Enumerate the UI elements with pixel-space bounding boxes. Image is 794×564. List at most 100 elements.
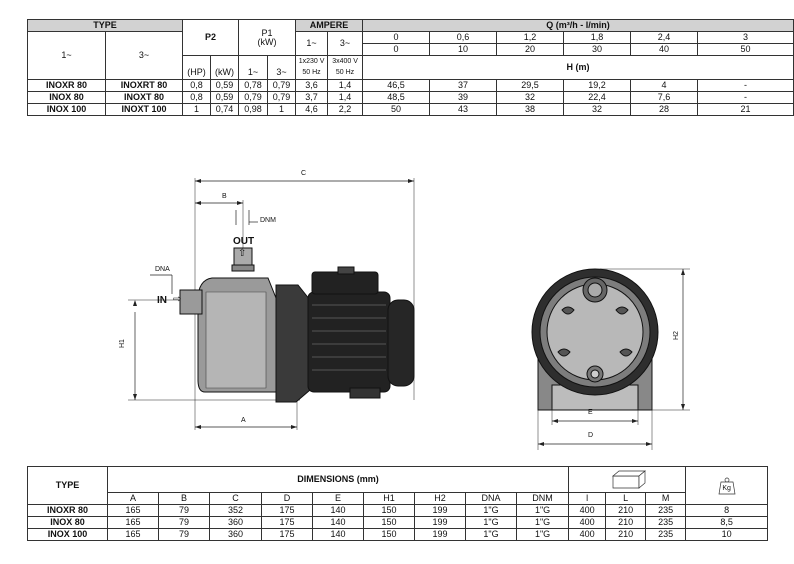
dim-value: 199: [414, 516, 466, 529]
dim-value: 165: [107, 504, 159, 517]
dim-value: 1"G: [465, 516, 517, 529]
pack-value: 235: [645, 516, 687, 529]
dim-header: DNA: [465, 492, 517, 505]
dim-header: D: [261, 492, 313, 505]
p2-hp: 1: [182, 103, 212, 116]
dim-value: 199: [414, 504, 466, 517]
ampere-single-phase: 1~: [295, 31, 329, 56]
package-box-icon: [612, 469, 647, 489]
pack-value: 235: [645, 504, 687, 517]
amp-3ph: 1,4: [327, 91, 364, 104]
head-value: 46,5: [362, 79, 431, 92]
head-value: -: [697, 79, 794, 92]
q-m3h-cell: 0: [362, 31, 431, 44]
pack-value: 400: [568, 528, 607, 541]
dim-value: 140: [312, 528, 364, 541]
table-row: INOXR 80 165 79 352 175 140 150 199 1"G …: [27, 504, 769, 517]
dim-value: 140: [312, 516, 364, 529]
model-1ph: INOXR 80: [27, 79, 106, 92]
voltage-three-phase: 3x400 V 50 Hz: [327, 55, 364, 80]
ampere-three-phase: 3~: [327, 31, 364, 56]
dim-value: 79: [158, 528, 210, 541]
weight-value: 8: [685, 504, 769, 517]
head-value: 19,2: [563, 79, 632, 92]
dim-value: 140: [312, 504, 364, 517]
p1-1ph: 0,98: [238, 103, 269, 116]
head-value: 28: [630, 103, 699, 116]
head-value: 22,4: [563, 91, 632, 104]
dimensions-table: TYPE DIMENSIONS (mm) Kg A B C D E H1 H2: [27, 466, 769, 541]
p2-hp: 0,8: [182, 91, 212, 104]
p1-3ph: 0,79: [267, 91, 297, 104]
amp-1ph: 4,6: [295, 103, 329, 116]
dim-value: 360: [209, 528, 262, 541]
amp-3ph: 2,2: [327, 103, 364, 116]
p2-hp: 0,8: [182, 79, 212, 92]
dim-value: 1"G: [515, 504, 570, 517]
p1-3ph: 1: [267, 103, 297, 116]
head-value: 48,5: [362, 91, 431, 104]
q-lmin-cell: 50: [697, 43, 794, 56]
pack-value: 210: [605, 516, 647, 529]
dim-value: 1"G: [465, 528, 517, 541]
dim-value: 165: [107, 528, 159, 541]
model-3ph: INOXT 80: [104, 91, 184, 104]
head-value: 38: [496, 103, 565, 116]
table-row: INOX 80 INOXT 80 0,8 0,59 0,79 0,79 3,7 …: [27, 91, 794, 104]
dim-value: 150: [363, 504, 415, 517]
p1-1ph: 0,78: [238, 79, 269, 92]
dim-value: 1"G: [515, 516, 570, 529]
dim-header: E: [312, 492, 364, 505]
weight-value: 10: [685, 528, 769, 541]
three-phase-header: 3~: [104, 31, 184, 80]
table-row: INOXR 80 INOXRT 80 0,8 0,59 0,78 0,79 3,…: [27, 79, 794, 92]
dim-value: 150: [363, 516, 415, 529]
p1-3ph: 0,79: [267, 79, 297, 92]
p1-single-phase: 1~: [238, 55, 269, 80]
dim-header: A: [107, 492, 159, 505]
pump-drawings: [128, 178, 690, 450]
q-m3h-cell: 1,8: [563, 31, 632, 44]
pack-value: 210: [605, 528, 647, 541]
dim-value: 79: [158, 504, 210, 517]
table-row: INOX 100 INOXT 100 1 0,74 0,98 1 4,6 2,2…: [27, 103, 794, 116]
head-value: 4: [630, 79, 699, 92]
dim-value: 150: [363, 528, 415, 541]
dim-value: 1"G: [465, 504, 517, 517]
dim-value: 360: [209, 516, 262, 529]
amp-1ph: 3,7: [295, 91, 329, 104]
performance-table: TYPE P2 P1 (kW) AMPERE Q (m³/h - l/min) …: [26, 19, 794, 116]
pack-value: 400: [568, 516, 607, 529]
type-header: TYPE: [26, 19, 184, 32]
head-value: 32: [563, 103, 632, 116]
pack-value: 235: [645, 528, 687, 541]
dims-model: INOXR 80: [27, 504, 108, 517]
head-value: 37: [429, 79, 498, 92]
dim-value: 175: [261, 516, 313, 529]
q-m3h-cell: 0,6: [429, 31, 498, 44]
voltage-single-phase: 1x230 V 50 Hz: [295, 55, 329, 80]
dims-type-header: TYPE: [27, 466, 108, 505]
head-value: 29,5: [496, 79, 565, 92]
weight-label: Kg: [722, 484, 731, 492]
p1-three-phase: 3~: [267, 55, 297, 80]
model-1ph: INOX 100: [27, 103, 106, 116]
q-lmin-cell: 40: [630, 43, 699, 56]
ampere-header: AMPERE: [295, 19, 364, 32]
weight-value: 8,5: [685, 516, 769, 529]
dims-title: DIMENSIONS (mm): [106, 466, 570, 493]
dim-value: 175: [261, 528, 313, 541]
head-header: H (m): [362, 55, 794, 80]
q-header: Q (m³/h - l/min): [362, 19, 794, 32]
dim-value: 1"G: [515, 528, 570, 541]
p2-kw: 0,59: [210, 91, 240, 104]
packaging-header: [568, 466, 687, 493]
table-row: INOX 100 165 79 360 175 140 150 199 1"G …: [27, 528, 769, 541]
hp-unit: (HP): [182, 55, 212, 80]
dim-value: 165: [107, 516, 159, 529]
dims-model: INOX 100: [27, 528, 108, 541]
dim-header: C: [209, 492, 262, 505]
pack-value: 210: [605, 504, 647, 517]
dim-value: 352: [209, 504, 262, 517]
dim-value: 199: [414, 528, 466, 541]
